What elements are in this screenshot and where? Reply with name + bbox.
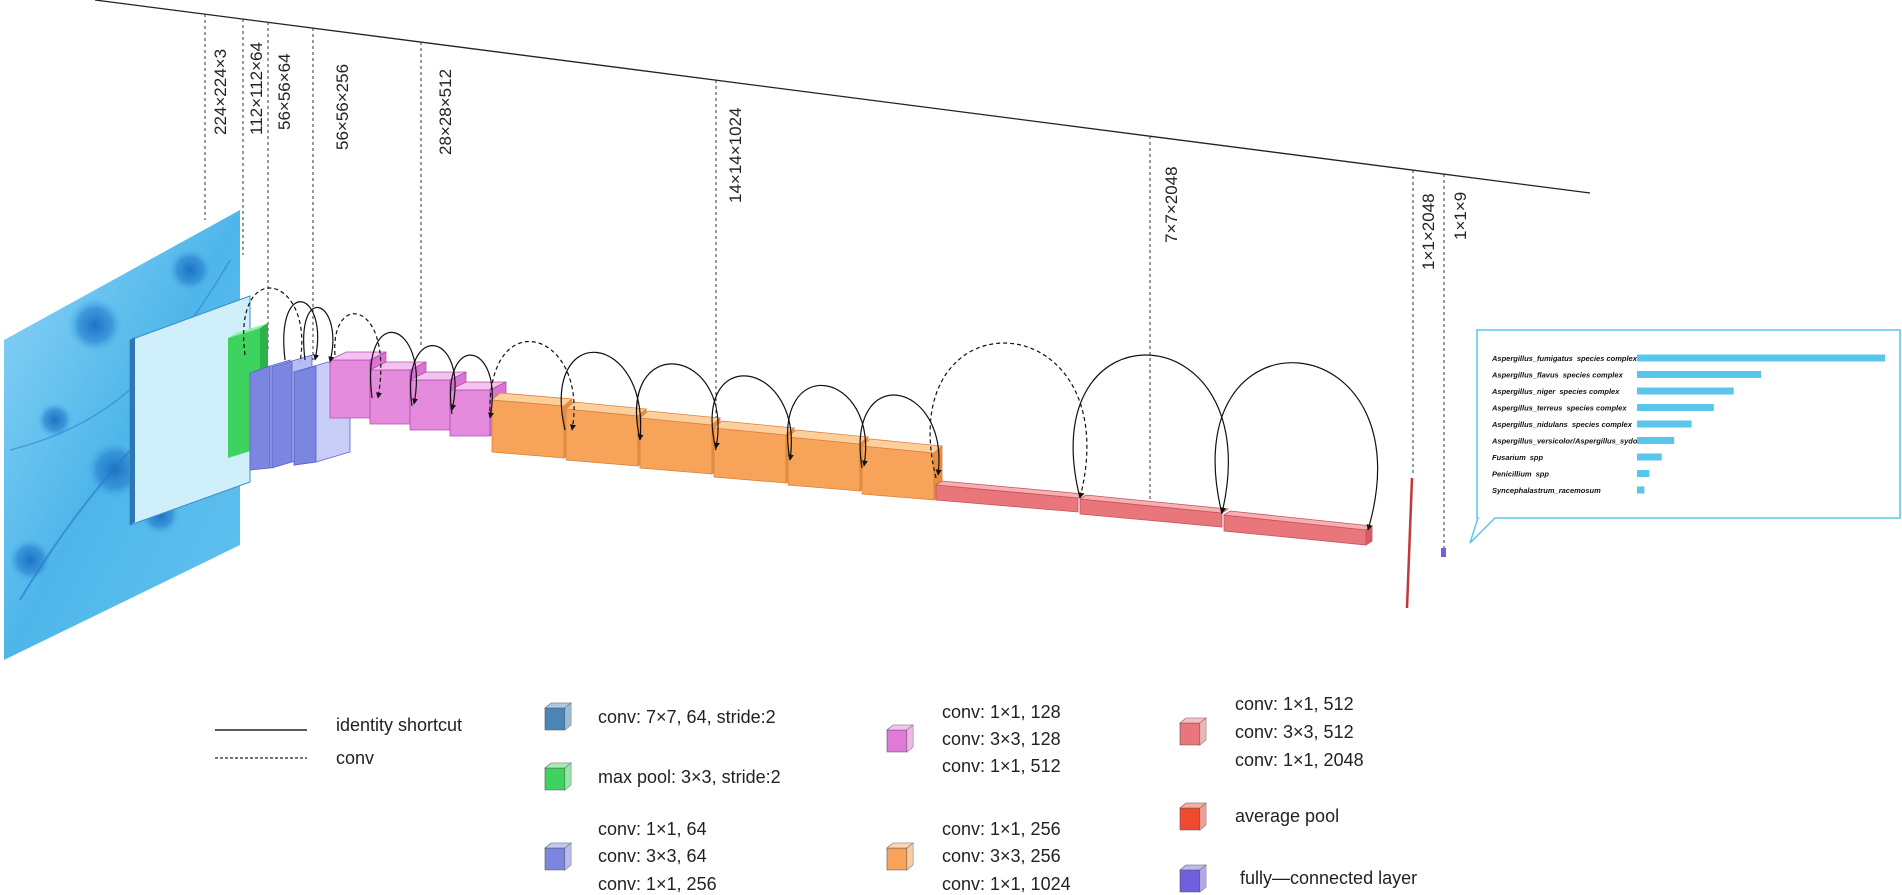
legend-block-label: conv: 1×1, 128	[942, 702, 1061, 722]
legend-block-swatch	[544, 842, 572, 871]
class-probability-bar	[1637, 470, 1650, 477]
class-label: Syncephalastrum_racemosum	[1492, 486, 1601, 495]
dim-label-input: 224×224×3	[211, 49, 230, 135]
legend-block-swatch	[1179, 864, 1207, 893]
top-reference-line	[94, 0, 1591, 194]
class-probability-bar	[1637, 371, 1761, 378]
legend-block-swatch	[1179, 717, 1207, 746]
dim-label-conv1: 112×112×64	[247, 42, 266, 135]
class-probability-bar	[1637, 420, 1692, 428]
dim-label-stage2: 28×28×512	[436, 69, 455, 155]
dim-label-stage4: 7×7×2048	[1162, 166, 1181, 243]
legend-block-swatch	[886, 724, 914, 753]
class-probability-bar	[1637, 486, 1645, 494]
shortcut-arcs	[243, 287, 1379, 531]
legend-block-swatch	[1179, 802, 1207, 831]
legend-block-label: conv: 1×1, 256	[942, 819, 1061, 839]
dimension-lines	[204, 14, 1445, 550]
dim-label-stage3: 14×14×1024	[726, 108, 745, 204]
dim-label-pool: 56×56×64	[275, 53, 294, 130]
class-probability-bar	[1637, 387, 1734, 395]
legend-block-label: conv: 1×1, 1024	[942, 874, 1071, 894]
fc-layer	[1441, 548, 1446, 557]
legend-block-swatch	[544, 762, 572, 791]
dim-label-stage1: 56×56×256	[333, 64, 352, 150]
legend-block-label: conv: 3×3, 512	[1235, 722, 1354, 742]
input-image	[4, 210, 251, 660]
stage2-blocks	[329, 351, 507, 437]
stage1-blocks	[249, 354, 351, 471]
legend: identity shortcut conv conv: 7×7, 64, st…	[215, 694, 1417, 894]
class-probability-bar	[1637, 453, 1662, 461]
legend-block-label: conv: 1×1, 512	[1235, 694, 1354, 714]
dim-label-avgpool: 1×1×2048	[1419, 193, 1438, 270]
class-label: Aspergillus_versicolor/Aspergillus_sydow…	[1491, 437, 1648, 446]
legend-block-swatch	[544, 702, 572, 731]
legend-block-label: conv: 3×3, 256	[942, 846, 1061, 866]
stage4-blocks	[934, 480, 1374, 546]
legend-block-label: conv: 3×3, 64	[598, 846, 707, 866]
legend-identity-shortcut-label: identity shortcut	[336, 715, 462, 735]
class-probability-bar	[1637, 404, 1714, 411]
legend-block-label: max pool: 3×3, stride:2	[598, 767, 781, 787]
dimension-labels: 224×224×3 112×112×64 56×56×64 56×56×256 …	[211, 42, 1470, 270]
legend-block-label: conv: 1×1, 64	[598, 819, 707, 839]
dim-label-fc: 1×1×9	[1451, 192, 1470, 240]
class-probability-bar	[1637, 437, 1675, 444]
legend-block-label: conv: 1×1, 512	[942, 756, 1061, 776]
legend-block-label: conv: 7×7, 64, stride:2	[598, 707, 776, 727]
legend-block-swatch	[886, 842, 914, 871]
legend-conv-label: conv	[336, 748, 374, 768]
class-probability-bar	[1637, 354, 1885, 362]
avgpool-layer	[1405, 477, 1414, 609]
legend-block-label: average pool	[1235, 806, 1339, 826]
legend-block-label: fully—connected layer	[1240, 868, 1417, 888]
legend-block-label: conv: 1×1, 2048	[1235, 750, 1364, 770]
legend-block-label: conv: 3×3, 128	[942, 729, 1061, 749]
legend-block-label: conv: 1×1, 256	[598, 874, 717, 894]
